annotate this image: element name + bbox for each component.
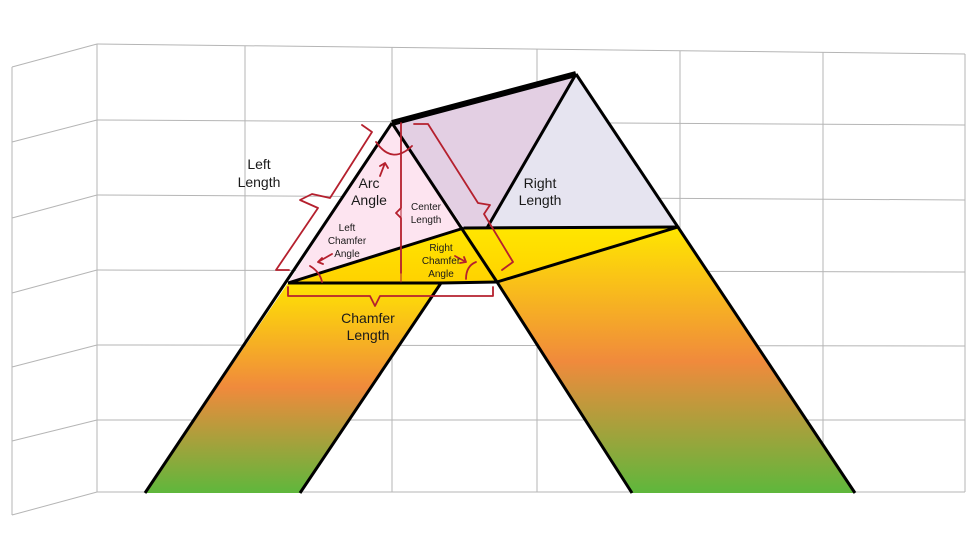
arc-angle-arc [375, 141, 413, 156]
svg-text:Left: Left [339, 223, 356, 234]
chamfer-top-face [288, 227, 678, 283]
svg-text:Length: Length [519, 192, 562, 208]
shape-outline [143, 71, 857, 494]
svg-text:Center: Center [411, 202, 442, 213]
svg-text:Length: Length [347, 327, 390, 343]
label-center-length: Center Length [411, 202, 442, 226]
svg-text:Chamfer: Chamfer [422, 256, 461, 267]
svg-text:Right: Right [429, 243, 453, 254]
left-face [288, 123, 464, 283]
left-chamfer-angle-arc [309, 265, 323, 283]
label-right-length: Right Length [519, 175, 562, 208]
label-right-chamfer-angle: Right Chamfer Angle [422, 243, 461, 280]
chamfer-opening [436, 283, 497, 296]
right-chamfer-angle-arrow [454, 255, 467, 264]
svg-text:Chamfer: Chamfer [341, 310, 395, 326]
svg-text:Left: Left [247, 156, 270, 172]
right-length-bracket [413, 123, 514, 271]
svg-text:Length: Length [238, 174, 281, 190]
svg-text:Right: Right [524, 175, 557, 191]
right-leg [497, 227, 855, 493]
right-face [487, 74, 678, 228]
arc-angle-arrow [379, 162, 389, 177]
left-leg [145, 283, 441, 493]
label-left-length: Left Length [238, 156, 281, 190]
svg-text:Angle: Angle [428, 269, 454, 280]
dimension-marks [275, 122, 514, 307]
label-left-chamfer-angle: Left Chamfer Angle [328, 223, 367, 260]
left-chamfer-angle-arrow [317, 253, 333, 265]
svg-text:Chamfer: Chamfer [328, 236, 367, 247]
chamfer-length-bracket [287, 286, 494, 307]
svg-text:Angle: Angle [334, 249, 360, 260]
left-length-bracket [275, 124, 373, 271]
right-chamfer-angle-arc [465, 261, 477, 280]
svg-text:Length: Length [411, 215, 442, 226]
label-chamfer-length: Chamfer Length [341, 310, 395, 343]
label-arc-angle: Arc Angle [351, 175, 387, 208]
svg-text:Angle: Angle [351, 192, 387, 208]
svg-text:Arc: Arc [359, 175, 380, 191]
